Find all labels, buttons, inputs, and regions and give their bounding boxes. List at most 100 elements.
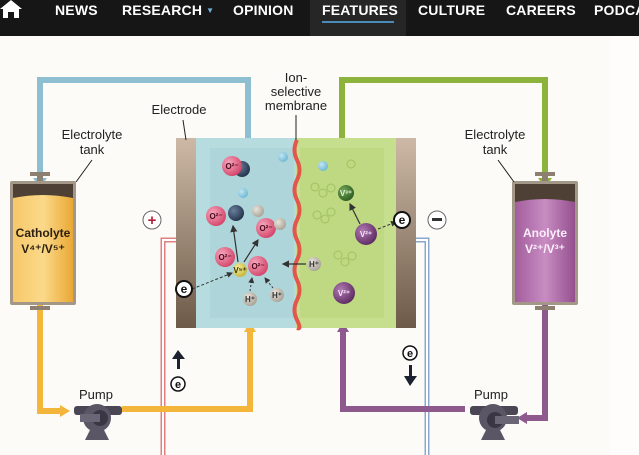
electron-flow-up: e [170,350,186,392]
catholyte-formula: V⁴⁺/V⁵⁺ [21,242,65,256]
nav-item-label: CAREERS [506,2,576,18]
electron-path-arrow [377,221,397,230]
ion-label: O²⁻ [251,262,264,271]
nav-item-careers[interactable]: CAREERS [506,1,576,19]
membrane-label-line3: membrane [265,98,327,113]
nav-item-news[interactable]: NEWS [55,1,98,19]
ion-o2 [215,247,235,267]
ion-o2 [222,156,242,176]
ion-v2 [333,282,355,304]
pump-left [74,404,122,440]
electrochemical-cell [176,138,416,331]
reaction-arrow [230,224,239,263]
anolyte-pump-outlet-pipe [340,330,465,412]
pump-right-label: Pump [474,387,508,402]
nav-item-label: RESEARCH [122,2,203,18]
anolyte-formula: V²⁺/V³⁺ [525,242,565,256]
pump-right [470,404,519,440]
water-molecule [333,250,343,260]
oxidation-arrow [349,202,361,225]
negative-terminal [427,210,447,230]
top-navigation-bar: NEWS RESEARCH▼ OPINION FEATURES CULTURE … [0,0,639,36]
pump-left-label: Pump [79,387,113,402]
ion-o2 [248,256,268,276]
ion-h [238,188,248,198]
anolyte-supply-pipe [339,77,548,180]
ion-h [252,205,264,217]
ion-v2 [355,223,377,245]
leader-line [497,159,515,183]
nav-item-label: PODCA [594,2,639,18]
home-icon [0,0,22,18]
ion-v4 [228,205,244,221]
water-molecule [346,159,356,169]
ion-label: O²⁻ [259,224,272,233]
electron-label: e [407,348,413,360]
electron-flow-down: e [402,345,418,386]
electron-label: e [175,379,181,391]
ion-label: H⁺ [309,260,319,269]
ion-v5 [233,263,247,277]
arrow-up-icon [172,350,185,359]
electrode-label: Electrode [152,102,207,117]
negative-wire-inner [414,239,428,455]
membrane-label-line2: selective [271,84,322,99]
positive-electrode [176,138,196,328]
anolyte-tank: Anolyte V²⁺/V³⁺ [512,172,578,310]
electron-right: e [393,211,411,229]
reaction-arrow [243,238,259,263]
catholyte-supply-pipe [37,77,251,180]
catholyte-pump-outlet-pipe [122,330,253,412]
nav-item-label: FEATURES [322,2,399,18]
positive-wire-inner [162,239,176,455]
ion-label: O²⁻ [225,162,238,171]
ion-label: H⁺ [245,295,255,304]
ion-v3 [338,185,354,201]
water-molecule [310,182,320,192]
ion-label: H⁺ [272,291,282,300]
electron-label: e [399,213,406,227]
ion-o2 [206,206,226,226]
nav-item-culture[interactable]: CULTURE [418,1,485,19]
ion-label: V²⁺ [338,289,350,298]
catholyte-tank: Catholyte V⁴⁺/V⁵⁺ [10,172,76,310]
ion-o2 [256,218,276,238]
ion-h [278,152,288,162]
nav-item-features[interactable]: FEATURES [322,1,398,19]
electron-left: e [175,280,193,298]
ion-label: V²⁺ [360,230,372,239]
anolyte-return-pipe [525,300,548,421]
ion-label: V⁵⁺ [233,266,246,275]
catholyte-label: Catholyte [16,226,71,240]
electron-label: e [181,282,188,296]
arrow-down-icon [404,376,417,386]
anolyte-label: Anolyte [523,226,567,240]
ion-label: V³⁺ [340,189,352,198]
positive-wire [160,237,176,455]
right-tank-label-line1: Electrolyte [465,127,526,142]
left-tank-label-line2: tank [80,142,105,157]
active-tab-underline [322,21,394,23]
nav-item-opinion[interactable]: OPINION [233,1,294,19]
nav-item-label: CULTURE [418,2,486,18]
membrane-label-line1: Ion- [285,70,307,85]
ion-h [270,288,284,302]
nav-item-podcasts[interactable]: PODCA [594,1,639,19]
nav-item-label: NEWS [55,2,98,18]
right-tank-label-line2: tank [483,142,508,157]
ion-h [274,218,286,230]
page-margin [610,36,639,455]
ion-h [307,257,321,271]
positive-terminal: + [142,210,162,230]
arrow-right-icon [60,405,70,417]
ions-anolyte-side: V³⁺ V²⁺ V²⁺ H⁺ [281,159,397,304]
arrow-left-icon [517,412,527,424]
ion-label: O²⁻ [218,253,231,262]
left-tank-label-line1: Electrolyte [62,127,123,142]
ion-h [318,161,328,171]
plus-icon: + [148,212,157,229]
ion-h [243,292,257,306]
home-button[interactable] [0,0,26,22]
caret-down-icon: ▼ [206,6,215,15]
nav-item-research[interactable]: RESEARCH▼ [122,1,214,20]
